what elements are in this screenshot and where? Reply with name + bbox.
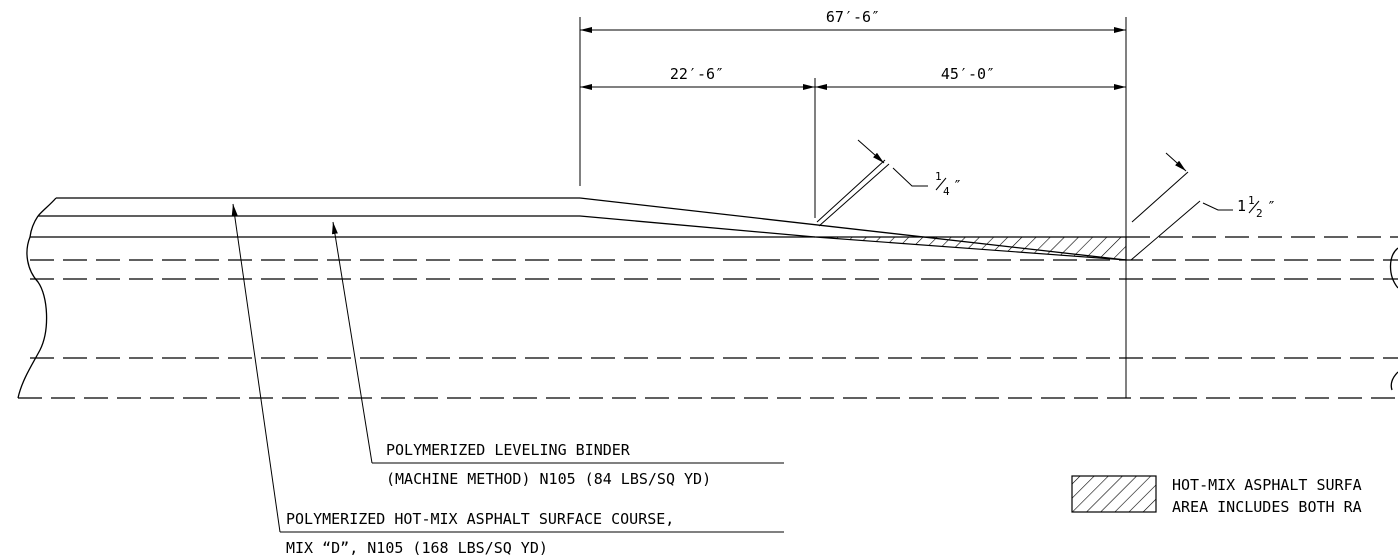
- legend: HOT-MIX ASPHALT SURFA AREA INCLUDES BOTH…: [1071, 475, 1362, 516]
- leveling-binder-line2: (MACHINE METHOD) N105 (84 LBS/SQ YD): [386, 470, 711, 488]
- extension-lines: [579, 17, 1127, 398]
- thickness-large-den: 2: [1256, 207, 1263, 220]
- leader-surface-course: POLYMERIZED HOT-MIX ASPHALT SURFACE COUR…: [231, 203, 784, 557]
- thickness-callout-small: 1 4 ″: [816, 139, 962, 227]
- existing-pavement-dashed: [18, 236, 1398, 399]
- thickness-large-num: 1: [1248, 194, 1255, 207]
- dimension-left: 22′-6″: [580, 65, 815, 90]
- thickness-large-unit: ″: [1267, 198, 1276, 216]
- dimension-right-label: 45′-0″: [941, 65, 995, 83]
- hatched-wedge: [814, 236, 1127, 261]
- surface-course-line1: POLYMERIZED HOT-MIX ASPHALT SURFACE COUR…: [286, 510, 674, 528]
- leveling-binder-line1: POLYMERIZED LEVELING BINDER: [386, 441, 631, 459]
- dimension-left-label: 22′-6″: [670, 65, 724, 83]
- thickness-large-whole: 1: [1237, 197, 1246, 215]
- thickness-small-unit: ″: [953, 177, 962, 195]
- dimension-right: 45′-0″: [815, 65, 1126, 90]
- legend-line2: AREA INCLUDES BOTH RA: [1172, 498, 1362, 516]
- break-line-right: [1389, 247, 1398, 289]
- leader-leveling-binder: POLYMERIZED LEVELING BINDER (MACHINE MET…: [331, 221, 784, 488]
- dimension-overall-label: 67′-6″: [826, 8, 880, 26]
- surface-course-line2: MIX “D”, N105 (168 LBS/SQ YD): [286, 539, 548, 557]
- legend-line1: HOT-MIX ASPHALT SURFA: [1172, 476, 1362, 494]
- legend-hatch-swatch: [1071, 475, 1157, 513]
- pavement-layers: [29, 197, 1127, 261]
- thickness-callout-large: 1 1 2 ″: [1130, 152, 1276, 261]
- thickness-small-num: 1: [935, 170, 942, 183]
- break-line-right-lower: [1390, 371, 1398, 391]
- dimension-overall: 67′-6″: [580, 8, 1126, 33]
- thickness-small-den: 4: [943, 185, 950, 198]
- break-line-left: [17, 236, 48, 399]
